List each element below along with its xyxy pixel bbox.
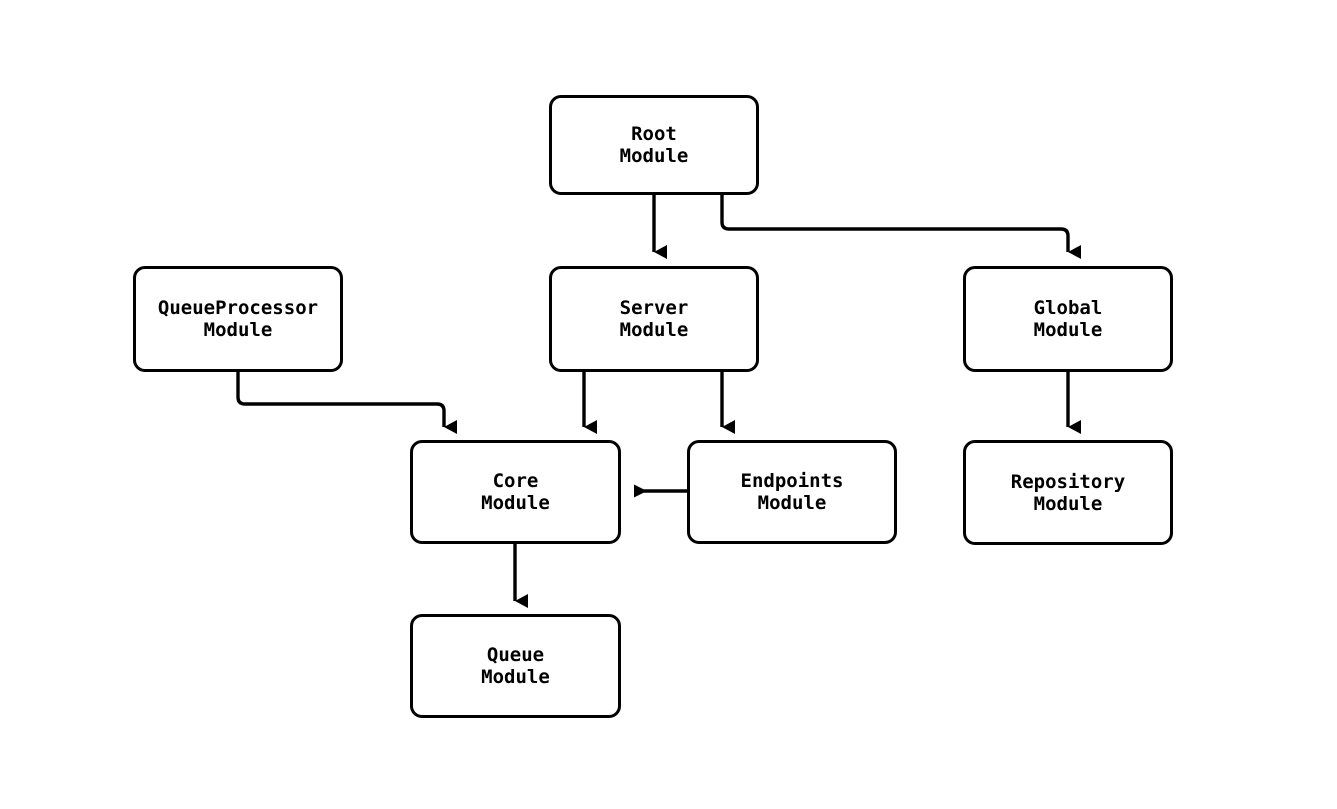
node-label-line1: Global — [1033, 297, 1103, 319]
node-label-line1: Server — [619, 297, 689, 319]
node-label-line2: Module — [481, 666, 550, 688]
queueprocessor-module-node[interactable]: QueueProcessor Module — [133, 266, 343, 372]
edge-queueprocessor-to-core-path — [236, 372, 457, 434]
node-label-line1: Core — [492, 470, 539, 492]
repository-module-node[interactable]: Repository Module — [963, 440, 1173, 545]
root-module-node[interactable]: Root Module — [549, 95, 759, 195]
node-label-line2: Module — [1033, 492, 1103, 515]
node-label-line2: Module — [203, 319, 273, 341]
queue-module-node[interactable]: Queue Module — [410, 614, 621, 718]
node-label-line2: Module — [619, 319, 689, 341]
server-module-node[interactable]: Server Module — [549, 266, 759, 372]
node-label-line1: QueueProcessor — [157, 297, 319, 319]
node-label-line1: Root — [631, 123, 677, 145]
node-label-line1: Queue — [486, 644, 545, 666]
node-label-line2: Module — [1033, 319, 1103, 341]
node-label-line1: Endpoints — [740, 470, 844, 492]
node-label-line2: Module — [757, 492, 827, 514]
global-module-node[interactable]: Global Module — [963, 266, 1173, 372]
edge-root-to-global-path — [720, 195, 1081, 259]
endpoints-module-node[interactable]: Endpoints Module — [687, 440, 897, 544]
node-label-line1: Repository — [1010, 470, 1126, 493]
core-module-node[interactable]: Core Module — [410, 440, 621, 544]
node-label-line2: Module — [619, 145, 689, 167]
node-label-line2: Module — [481, 492, 550, 514]
